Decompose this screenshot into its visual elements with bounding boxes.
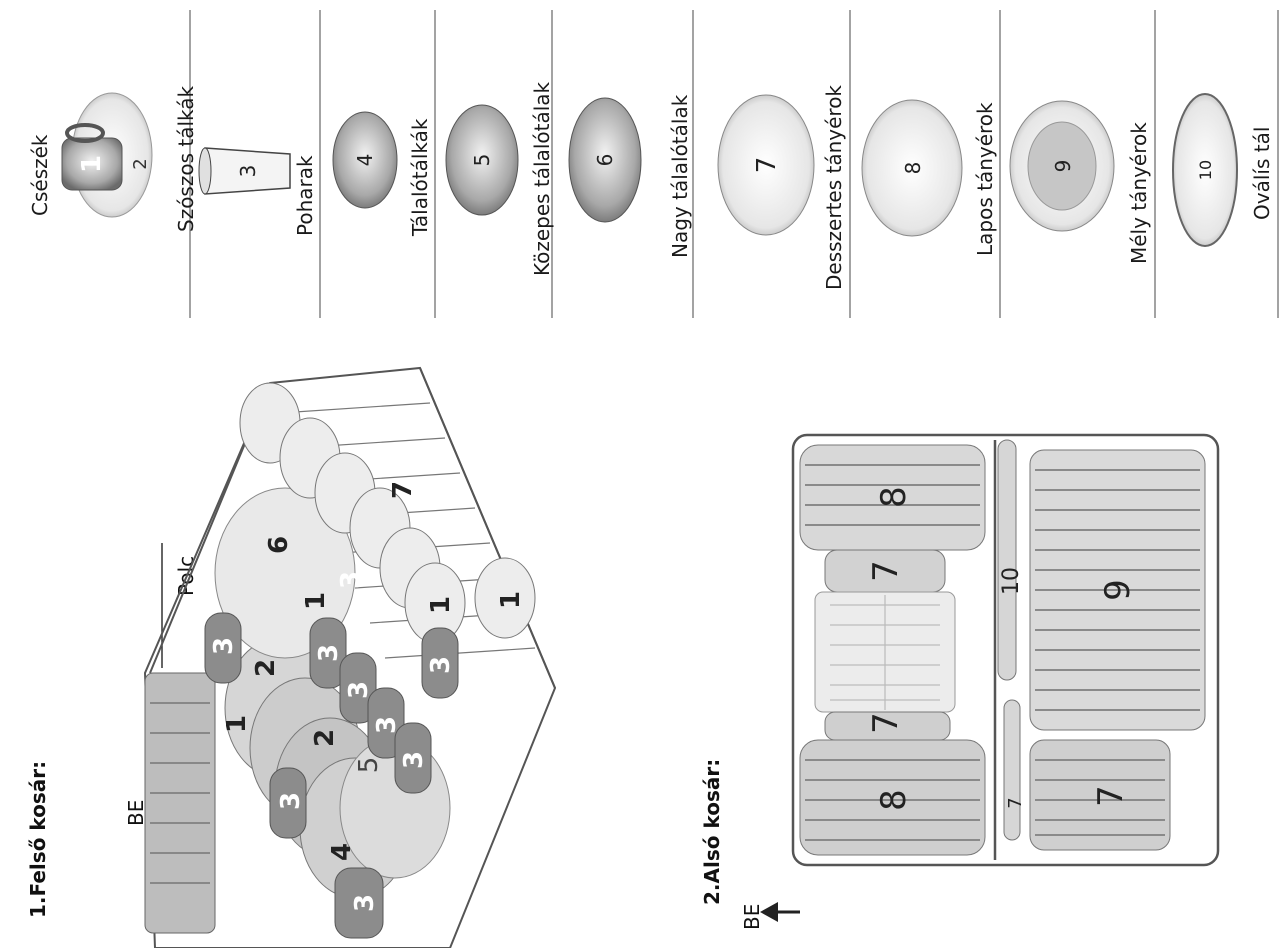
svg-text:5: 5 [354, 757, 384, 774]
svg-text:3: 3 [344, 681, 374, 699]
lower-basket-title: 2.Alsó kosár: [700, 758, 724, 905]
svg-text:7: 7 [752, 157, 782, 174]
svg-text:3: 3 [399, 751, 429, 769]
legend-dividers [189, 10, 1279, 318]
svg-text:8: 8 [901, 162, 925, 175]
svg-text:1: 1 [496, 591, 526, 609]
svg-text:4: 4 [327, 843, 357, 861]
svg-text:8: 8 [874, 789, 914, 811]
upper-basket-illustration: 3 3 4 5 2 2 1 3 3 3 3 3 3 1 1 1 3 6 7 [143, 366, 557, 948]
svg-text:3: 3 [276, 792, 306, 810]
oval-dish-icon: 10 [1172, 93, 1238, 247]
lower-basket-frame [791, 433, 1220, 867]
svg-text:3: 3 [372, 716, 402, 734]
lower-basket-illustration: 8 7 7 8 7 7 10 9 [760, 433, 1220, 922]
legend-label-large-bowls: Nagy tálalótálak [668, 94, 692, 258]
svg-text:10: 10 [1196, 160, 1215, 180]
legend-number-2: 2 [130, 158, 151, 169]
legend-label-sauce-bowls: Szószos tálkák [174, 85, 198, 232]
svg-text:3: 3 [426, 656, 456, 674]
legend-label-dessert-plates: Desszertes tányérok [822, 84, 846, 290]
svg-text:6: 6 [593, 154, 617, 167]
dessert-plate-icon: 7 [717, 94, 815, 236]
legend-label-medium-bowls: Közepes tálalótálak [530, 81, 554, 276]
svg-text:7: 7 [1005, 797, 1026, 808]
svg-text:1: 1 [222, 715, 252, 733]
svg-text:3: 3 [209, 637, 239, 655]
upper-basket-title: 1.Felső kosár: [26, 760, 50, 918]
legend-label-flat-plates: Lapos tányérok [973, 102, 997, 256]
legend-label-glasses: Poharak [293, 155, 317, 236]
svg-text:5: 5 [470, 154, 494, 167]
svg-text:9: 9 [1051, 160, 1075, 173]
legend-label-deep-plates: Mély tányérok [1127, 122, 1151, 264]
upper-basket-large-bowl [214, 487, 356, 659]
svg-text:2: 2 [251, 659, 281, 677]
upper-basket-markers: 3 3 4 5 2 2 1 3 3 3 3 3 3 1 1 1 3 6 7 [209, 481, 526, 912]
small-bowl-icon: 4 [332, 111, 398, 209]
lower-basket-direction-arrow [760, 902, 800, 922]
legend-strip: 1 2 3 4 5 6 7 8 [61, 10, 1279, 318]
legend-label-serving-bowls: Tálalótálkák [408, 118, 432, 237]
svg-text:6: 6 [264, 536, 294, 554]
svg-text:1: 1 [426, 596, 456, 614]
glass-icon: 3 [198, 147, 291, 195]
lower-basket-markers: 8 7 7 8 7 7 10 9 [866, 486, 1138, 811]
legend-number-1: 1 [77, 155, 107, 173]
svg-text:3: 3 [350, 894, 380, 912]
svg-text:7: 7 [866, 712, 906, 734]
upper-basket-shelf [144, 672, 216, 934]
svg-text:7: 7 [388, 481, 418, 499]
legend-label-oval-dish: Oválís tál [1250, 126, 1274, 220]
svg-text:10: 10 [999, 567, 1024, 595]
svg-text:2: 2 [310, 729, 340, 747]
deep-plate-icon: 9 [1009, 100, 1115, 232]
medium-bowl-icon: 5 [445, 104, 519, 216]
svg-text:7: 7 [866, 560, 906, 582]
upper-basket-glasses [204, 612, 459, 939]
svg-text:3: 3 [314, 644, 344, 662]
upper-basket-cups [239, 382, 536, 644]
svg-text:9: 9 [1098, 579, 1138, 601]
svg-text:8: 8 [874, 486, 914, 508]
svg-text:3: 3 [236, 165, 260, 178]
lower-basket-cutlery-grid [830, 595, 940, 710]
cup-saucer-icon: 1 2 [61, 92, 153, 218]
flat-plate-icon: 8 [861, 99, 963, 237]
lower-basket-plate-stacks [799, 439, 1206, 856]
legend-label-cups: Csészék [28, 134, 52, 217]
svg-text:7: 7 [1091, 785, 1131, 807]
svg-text:1: 1 [301, 592, 331, 610]
lower-basket-plate-edges [805, 464, 1200, 841]
svg-text:3: 3 [336, 571, 366, 589]
large-bowl-icon: 6 [568, 97, 642, 223]
svg-text:4: 4 [353, 154, 377, 167]
